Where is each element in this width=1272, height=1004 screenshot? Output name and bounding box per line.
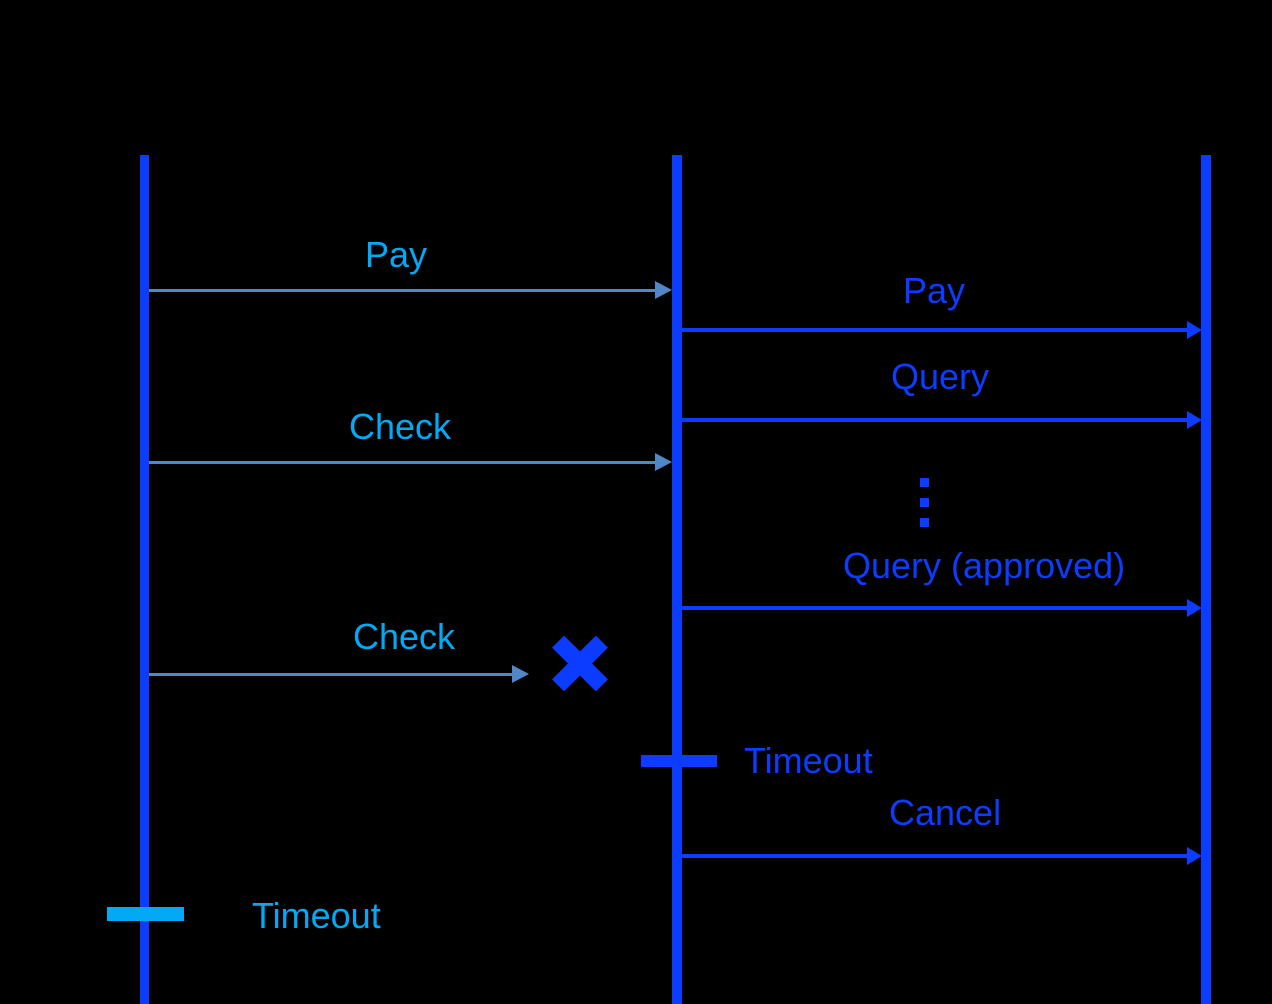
message-arrow-query-approved <box>682 606 1187 610</box>
timeout-marker-middle <box>641 755 717 767</box>
message-arrow-cancel <box>682 854 1187 858</box>
message-loss-x-icon <box>548 631 612 695</box>
lifeline-middle <box>672 155 682 1004</box>
arrowhead-query-approved <box>1187 599 1202 617</box>
message-arrow-pay-right <box>682 328 1187 332</box>
message-label-query: Query <box>891 356 990 397</box>
message-label-pay-right: Pay <box>903 270 966 311</box>
arrowhead-check-1 <box>655 453 672 471</box>
timeout-marker-left <box>107 907 184 921</box>
message-arrow-check-2 <box>149 673 512 676</box>
message-label-pay-left: Pay <box>365 234 428 275</box>
lifeline-right <box>1201 155 1211 1004</box>
arrowhead-cancel <box>1187 847 1202 865</box>
arrowhead-pay-right <box>1187 321 1202 339</box>
message-arrow-query <box>682 418 1187 422</box>
message-label-check-2: Check <box>353 616 456 657</box>
message-arrow-pay-left <box>149 289 655 292</box>
lifeline-left <box>140 155 149 1004</box>
message-label-check-1: Check <box>349 406 452 447</box>
message-label-query-approved: Query (approved) <box>843 545 1126 586</box>
message-arrow-check-1 <box>149 461 655 464</box>
arrowhead-query <box>1187 411 1202 429</box>
vertical-ellipsis-icon <box>920 478 929 528</box>
arrowhead-check-2 <box>512 665 529 683</box>
timeout-label-middle: Timeout <box>744 740 873 781</box>
message-label-cancel: Cancel <box>889 792 1002 833</box>
timeout-label-left: Timeout <box>252 895 381 936</box>
arrowhead-pay-left <box>655 281 672 299</box>
